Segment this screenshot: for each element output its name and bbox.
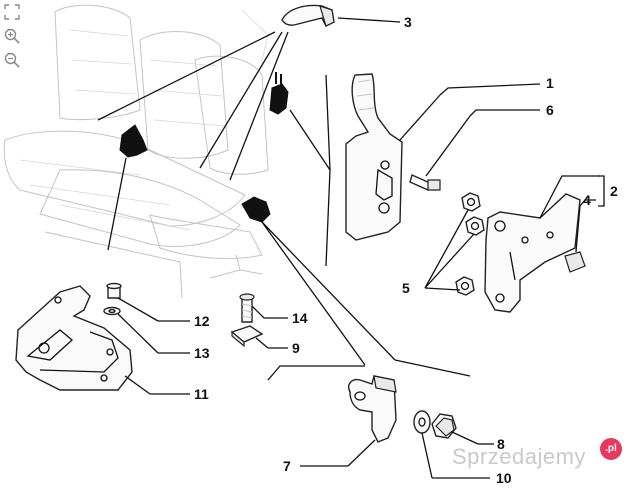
- part-9-clip: [230, 325, 288, 349]
- part-7-striker: [300, 375, 397, 467]
- callout-labels: 3 1 6 4 2 5 12 13 11 14 9 7 8 10: [194, 14, 618, 486]
- callout-13: 13: [194, 345, 210, 361]
- callout-7: 7: [283, 458, 291, 474]
- callout-3: 3: [404, 14, 412, 30]
- callout-11: 11: [194, 386, 209, 402]
- part-10-washer: [413, 410, 490, 479]
- part-8-nut: [431, 413, 494, 445]
- part-12-screw: [106, 282, 190, 322]
- zoom-toolbar: [3, 3, 21, 75]
- part-6-bolt: [409, 109, 540, 191]
- callout-8: 8: [497, 436, 505, 452]
- watermark-text: Sprzedajemy: [452, 444, 586, 469]
- callout-5: 5: [402, 280, 410, 296]
- callout-14: 14: [292, 310, 308, 326]
- leader-lines: [97, 31, 471, 381]
- part-2-bracket: [484, 175, 605, 313]
- callout-leader-extra: [262, 222, 300, 260]
- callout-2: 2: [610, 183, 618, 199]
- zoom-in-icon[interactable]: [3, 27, 21, 45]
- part-11-hinge-plate: [15, 285, 190, 395]
- part-14-bolt: [239, 293, 288, 323]
- zoom-out-icon[interactable]: [3, 51, 21, 69]
- callout-9: 9: [292, 340, 300, 356]
- part-5-nuts: [424, 192, 485, 296]
- part-13-washer: [103, 306, 190, 354]
- fullscreen-icon[interactable]: [3, 3, 21, 21]
- callout-4: 4: [583, 192, 591, 208]
- callout-1: 1: [546, 75, 554, 91]
- watermark-badge: .pl: [600, 438, 622, 460]
- part-1-latch-plate: [345, 73, 541, 241]
- callout-6: 6: [546, 102, 554, 118]
- part-3-handle: [281, 4, 401, 27]
- callout-10: 10: [496, 470, 512, 486]
- part-4-pad: [564, 199, 596, 273]
- callout-12: 12: [194, 313, 210, 329]
- watermark: Sprzedajemy .pl: [452, 438, 632, 478]
- seat-mount-points: [119, 72, 289, 223]
